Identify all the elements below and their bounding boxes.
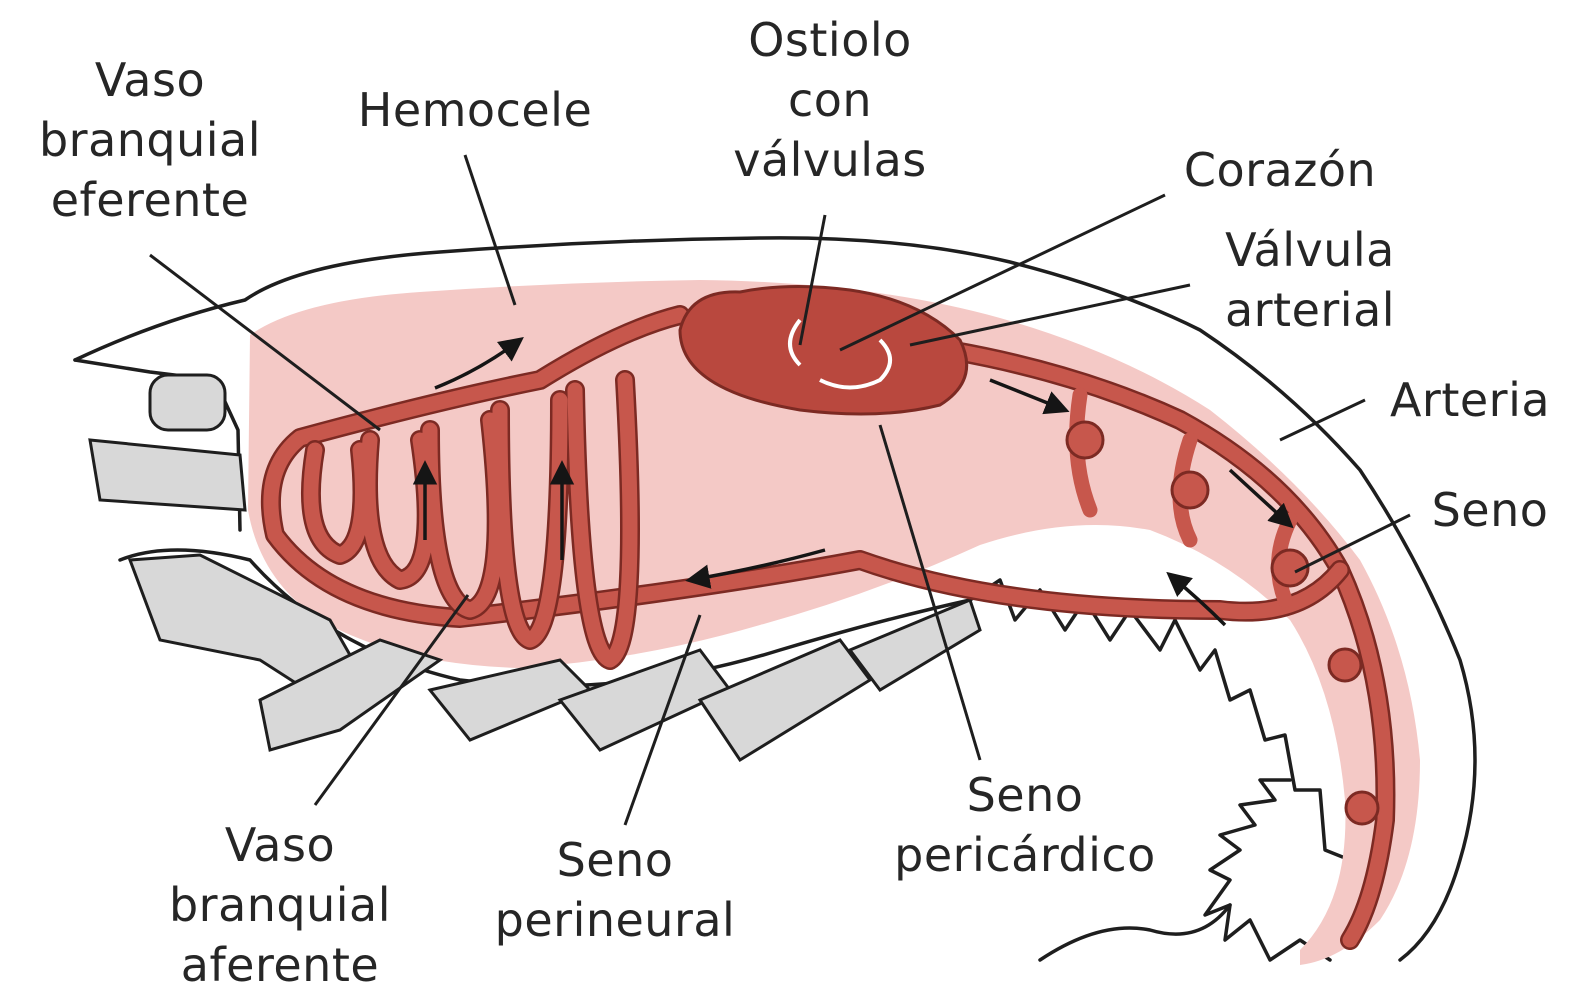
tail-fan	[1205, 780, 1330, 960]
seno-node-4	[1329, 649, 1361, 681]
leader-arteria	[1280, 400, 1365, 440]
leader-hemocele	[465, 155, 515, 305]
walking-leg-4	[700, 640, 870, 760]
seno-node-1	[1067, 422, 1103, 458]
label-seno-perineural: Seno perineural	[470, 830, 760, 950]
seno-node-5	[1346, 792, 1378, 824]
label-vaso-branquial-aferente: Vaso branquial aferente	[140, 815, 420, 995]
label-ostiolo-con-valvulas: Ostiolo con válvulas	[700, 10, 960, 190]
antenna	[1040, 905, 1230, 960]
eye-stalk	[150, 375, 225, 430]
label-valvula-arterial: Válvula arterial	[1185, 220, 1435, 340]
label-arteria: Arteria	[1365, 370, 1575, 430]
label-seno-pericardico: Seno pericárdico	[870, 765, 1180, 885]
antennule	[90, 440, 245, 510]
seno-node-2	[1172, 472, 1208, 508]
label-corazon: Corazón	[1150, 140, 1410, 200]
label-vaso-branquial-eferente: Vaso branquial eferente	[10, 50, 290, 230]
label-seno: Seno	[1405, 480, 1575, 540]
label-hemocele: Hemocele	[325, 80, 625, 140]
